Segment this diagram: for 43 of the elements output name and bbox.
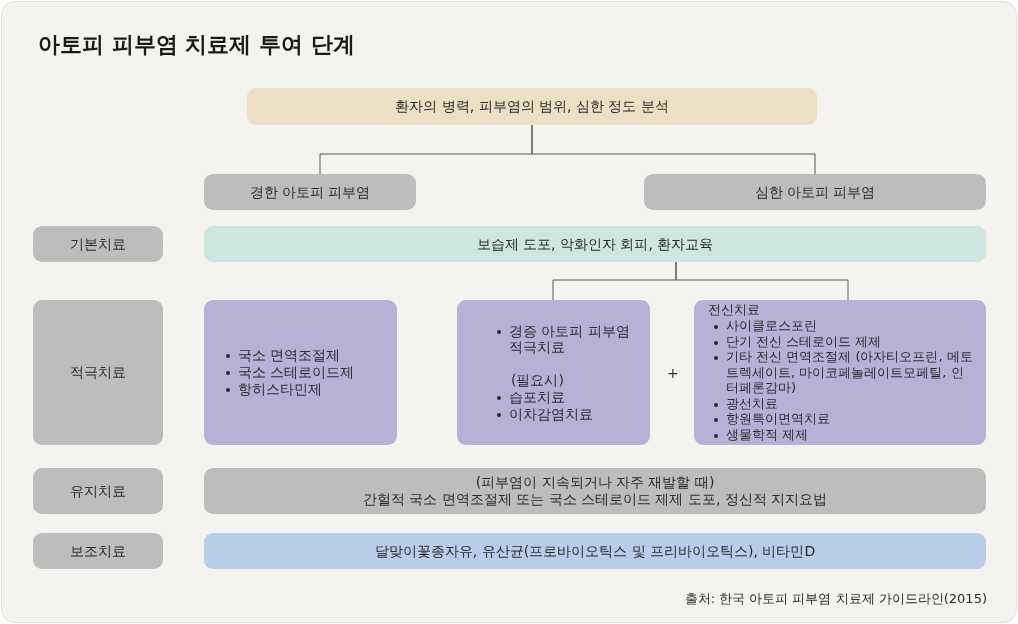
treatment-box — [204, 533, 986, 569]
list-item: (필요시) — [511, 372, 564, 389]
stage-label-box — [33, 533, 163, 569]
list-item: 전신치료 — [708, 302, 760, 318]
list-item: 단기 전신 스테로이드 제제 — [726, 333, 882, 350]
stage-label-box — [33, 468, 163, 514]
list-item: 경증 아토피 피부염 적극치료 — [509, 322, 631, 357]
list-item: 생물학적 제제 — [726, 427, 809, 443]
connector-line — [675, 261, 849, 301]
treatment-box — [204, 300, 397, 445]
process-box — [247, 88, 817, 125]
list-item: 습포치료 — [509, 388, 565, 406]
node-text: 경한 아토피 피부염 — [249, 183, 371, 201]
stage-label-box — [33, 300, 163, 445]
treatment-box — [457, 300, 650, 445]
list-item: 이차감염치료 — [509, 405, 593, 423]
list-item: 국소 스테로이드제 — [238, 364, 355, 381]
list-item: 사이클로스포린 — [726, 317, 817, 334]
source-caption: 출처: 한국 아토피 피부염 치료제 가이드라인(2015) — [684, 590, 987, 608]
category-box — [644, 174, 986, 210]
connector-line — [531, 124, 816, 175]
list-item: 기타 전신 면역조절제 (아자티오프린, 메토트렉세이트, 마이코페놀레이트모페틸, 인터페론감마) — [726, 349, 974, 396]
node-text: 보습제 도포, 악화인자 회피, 환자교육 — [476, 235, 714, 253]
node-text: 간헐적 국소 면역조절제 또는 국소 스테로이드 제제 도포, 정신적 지지요법 — [362, 491, 828, 508]
treatment-box — [204, 226, 986, 262]
node-text: 달맞이꽃종자유, 유산균(프로바이오틱스 및 프리바이오틱스), 비타민D — [374, 542, 816, 560]
treatment-box — [694, 300, 986, 445]
list-item: 국소 면역조절제 — [238, 347, 341, 365]
treatment-box — [204, 468, 986, 514]
list-item: 광선치료 — [726, 395, 778, 412]
title: 아토피 피부염 치료제 투여 단계 — [38, 31, 355, 59]
node-text: 심한 아토피 피부염 — [754, 183, 876, 201]
node-text: 기본치료 — [70, 235, 126, 253]
node-text: (피부염이 지속되거나 자주 재발할 때) — [475, 474, 715, 491]
stage-label-box — [33, 226, 163, 262]
list-item: 항히스타민제 — [238, 380, 322, 398]
node-text: 보조치료 — [70, 542, 126, 560]
node-text: 적극치료 — [70, 364, 126, 381]
node-text: 환자의 병력, 피부염의 범위, 심한 정도 분석 — [395, 98, 669, 115]
category-box — [204, 174, 416, 210]
plus-sign: + — [667, 365, 679, 381]
list-item: 항원특이면역치료 — [726, 411, 830, 428]
node-text: 유지치료 — [70, 482, 126, 500]
